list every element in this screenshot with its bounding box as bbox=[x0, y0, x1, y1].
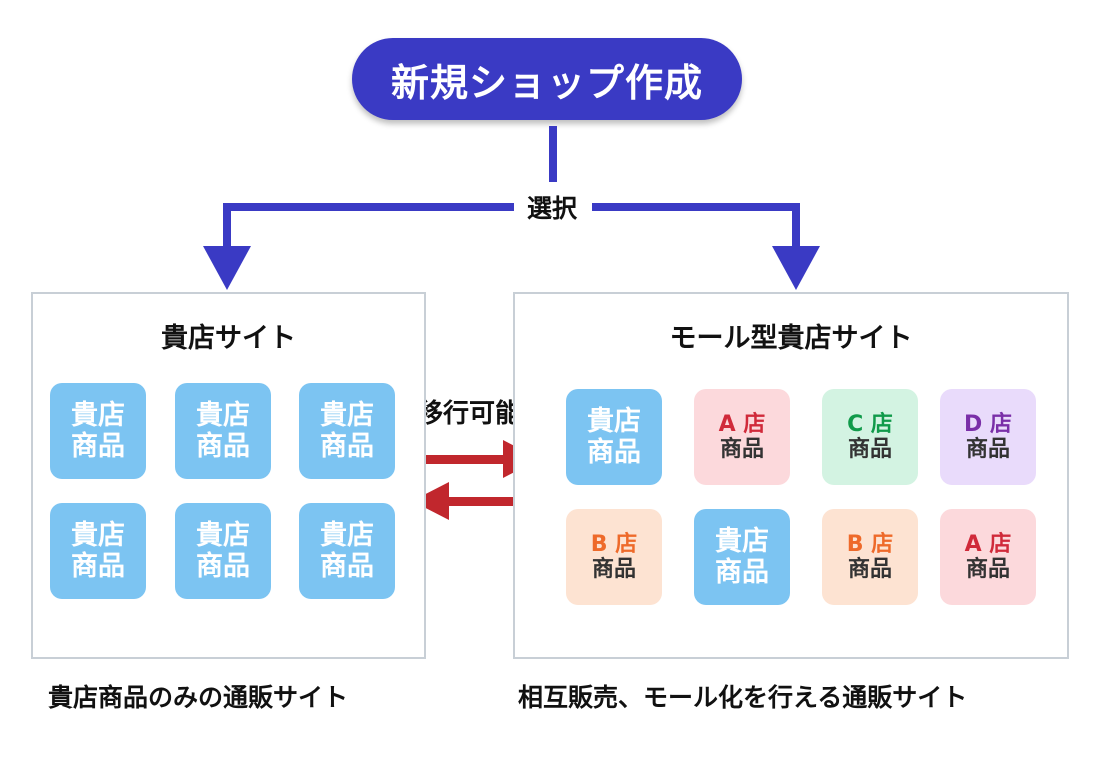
own-product-tile: 貴店 商品 bbox=[299, 503, 395, 599]
tile-line1: 貴店 bbox=[71, 399, 125, 431]
tile-line2: 商品 bbox=[320, 551, 374, 582]
branch-left-line bbox=[223, 203, 515, 211]
own-site-title: 貴店サイト bbox=[161, 323, 296, 354]
right-arrowhead bbox=[772, 246, 820, 290]
select-label: 選択 bbox=[514, 188, 590, 226]
mall-site-title: モール型貴店サイト bbox=[669, 323, 913, 354]
migrate-arrow-left-shaft bbox=[446, 497, 536, 506]
tile-line2: 商品 bbox=[71, 551, 125, 582]
migrate-label: 移行可能 bbox=[416, 398, 521, 429]
tile-line2: 商品 bbox=[71, 431, 125, 462]
own-product-tile: 貴店 商品 bbox=[175, 503, 271, 599]
tile-line1: B 店 bbox=[590, 531, 638, 557]
tile-line1: D 店 bbox=[964, 411, 1012, 437]
tile-line2: 商品 bbox=[965, 437, 1010, 462]
left-arrowhead bbox=[203, 246, 251, 290]
tile-line1: 貴店 bbox=[71, 519, 125, 551]
shop-d-product-tile: D 店 商品 bbox=[940, 389, 1036, 485]
tile-line1: 貴店 bbox=[320, 519, 374, 551]
tile-line2: 商品 bbox=[715, 557, 769, 588]
own-site-caption: 貴店商品のみの通販サイト bbox=[48, 683, 349, 712]
tile-line1: 貴店 bbox=[320, 399, 374, 431]
tile-line2: 商品 bbox=[196, 551, 250, 582]
own-product-tile: 貴店 商品 bbox=[50, 503, 146, 599]
tile-line1: 貴店 bbox=[715, 525, 769, 557]
tile-line1: B 店 bbox=[846, 531, 894, 557]
own-product-tile: 貴店 商品 bbox=[694, 509, 790, 605]
tile-line1: 貴店 bbox=[196, 519, 250, 551]
tile-line1: A 店 bbox=[718, 411, 766, 437]
shop-b-product-tile: B 店 商品 bbox=[822, 509, 918, 605]
tile-line2: 商品 bbox=[196, 431, 250, 462]
migrate-arrow-right-shaft bbox=[414, 455, 506, 464]
mall-site-caption: 相互販売、モール化を行える通販サイト bbox=[518, 683, 968, 712]
shop-c-product-tile: C 店 商品 bbox=[822, 389, 918, 485]
tile-line2: 商品 bbox=[847, 557, 892, 582]
shop-a-product-tile: A 店 商品 bbox=[940, 509, 1036, 605]
tile-line1: 貴店 bbox=[587, 405, 641, 437]
migrate-arrow-left-head bbox=[412, 482, 449, 520]
own-product-tile: 貴店 商品 bbox=[566, 389, 662, 485]
own-product-tile: 貴店 商品 bbox=[299, 383, 395, 479]
shop-a-product-tile: A 店 商品 bbox=[694, 389, 790, 485]
tile-line2: 商品 bbox=[965, 557, 1010, 582]
tile-line1: A 店 bbox=[964, 531, 1012, 557]
own-product-tile: 貴店 商品 bbox=[175, 383, 271, 479]
own-product-tile: 貴店 商品 bbox=[50, 383, 146, 479]
shop-b-product-tile: B 店 商品 bbox=[566, 509, 662, 605]
tile-line1: C 店 bbox=[847, 411, 893, 437]
title-down-line bbox=[549, 126, 557, 182]
tile-line2: 商品 bbox=[587, 437, 641, 468]
branch-right-line bbox=[592, 203, 800, 211]
tile-line2: 商品 bbox=[591, 557, 636, 582]
right-down-stem bbox=[792, 203, 800, 251]
tile-line2: 商品 bbox=[847, 437, 892, 462]
new-shop-title: 新規ショップ作成 bbox=[352, 38, 742, 120]
tile-line2: 商品 bbox=[320, 431, 374, 462]
left-down-stem bbox=[223, 203, 231, 251]
tile-line2: 商品 bbox=[719, 437, 764, 462]
tile-line1: 貴店 bbox=[196, 399, 250, 431]
